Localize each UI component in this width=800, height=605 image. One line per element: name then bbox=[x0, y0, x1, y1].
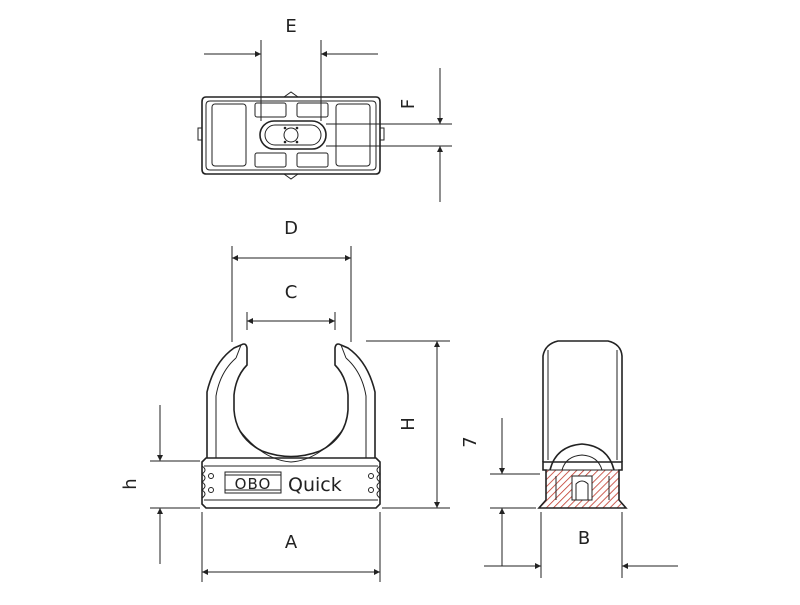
dim-label-f: F bbox=[398, 99, 419, 109]
dim-label-seven: 7 bbox=[460, 436, 481, 447]
dim-label-c: C bbox=[285, 282, 298, 303]
front-view: OBO Quick D C H h A bbox=[120, 218, 450, 582]
brand-product-name: Quick bbox=[288, 474, 342, 496]
dim-label-e: E bbox=[285, 16, 296, 37]
dim-label-a: A bbox=[285, 532, 298, 553]
dim-label-h-upper: H bbox=[398, 417, 419, 431]
side-view: 7 B bbox=[460, 340, 678, 578]
dim-label-d: D bbox=[284, 218, 298, 239]
brand-logo: OBO bbox=[235, 475, 272, 493]
top-view: E F bbox=[197, 16, 452, 202]
dim-label-h-lower: h bbox=[120, 478, 141, 489]
dim-label-b: B bbox=[578, 528, 590, 549]
